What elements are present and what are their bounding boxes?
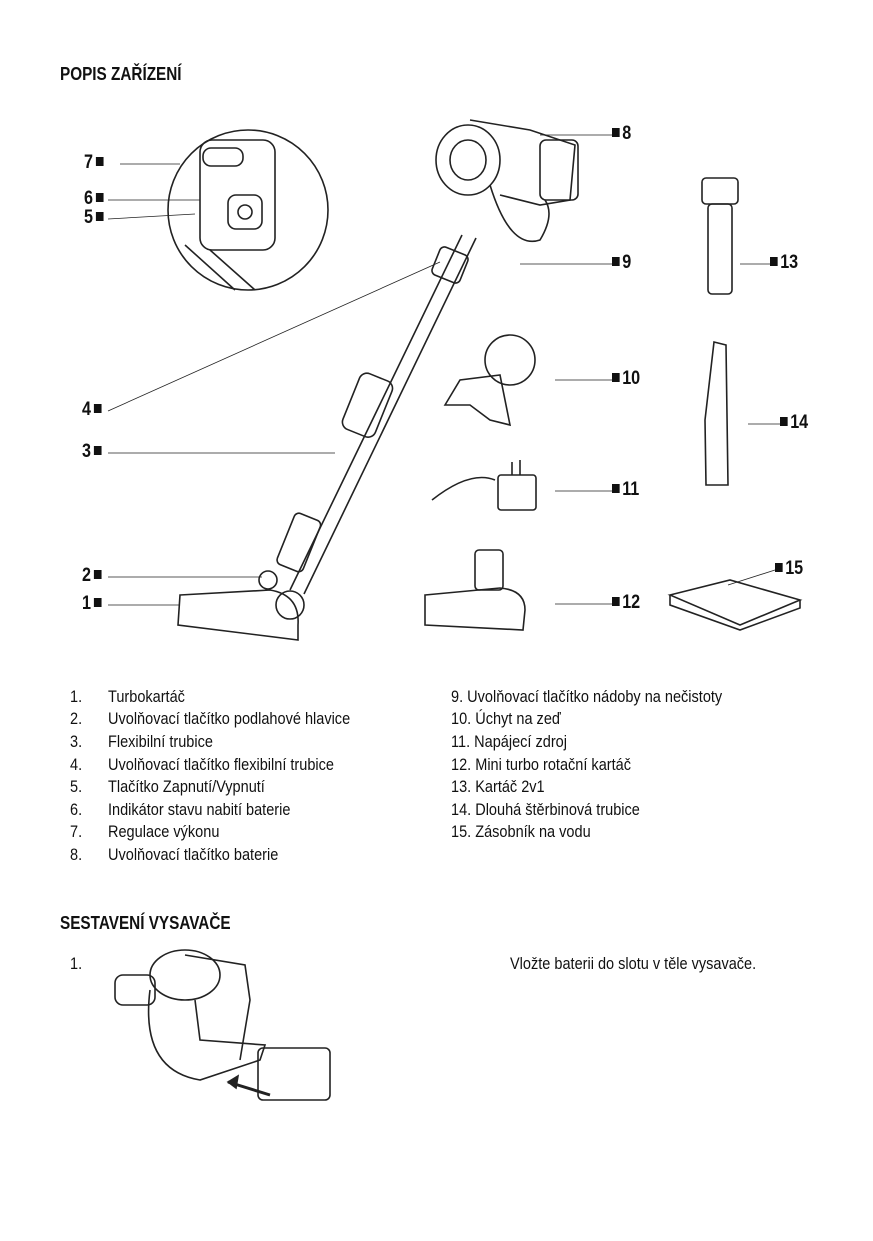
callout-10: 10 xyxy=(612,368,640,390)
step-instruction: Vložte baterii do slotu v těle vysavače. xyxy=(510,955,757,973)
list-item: Flexibilní trubice xyxy=(108,733,213,751)
callout-4: 4 xyxy=(82,399,101,421)
list-number: 1. xyxy=(70,688,83,706)
list-number: 7. xyxy=(70,823,83,841)
list-item: 15. Zásobník na vodu xyxy=(451,823,591,841)
list-number: 5. xyxy=(70,778,83,796)
step-number: 1. xyxy=(70,955,83,973)
list-item: Tlačítko Zapnutí/Vypnutí xyxy=(108,778,265,796)
list-item: 14. Dlouhá štěrbinová trubice xyxy=(451,801,640,819)
list-item: 10. Úchyt na zeď xyxy=(451,710,561,728)
list-item: 13. Kartáč 2v1 xyxy=(451,778,545,796)
callout-7: 7 xyxy=(84,152,103,174)
callout-9: 9 xyxy=(612,252,631,274)
list-number: 3. xyxy=(70,733,83,751)
list-item: Regulace výkonu xyxy=(108,823,220,841)
battery-insertion-illustration xyxy=(114,949,331,1101)
callout-8: 8 xyxy=(612,123,631,145)
list-item: 12. Mini turbo rotační kartáč xyxy=(451,756,631,774)
list-item: Uvolňovací tlačítko podlahové hlavice xyxy=(108,710,351,728)
callout-1: 1 xyxy=(82,593,101,615)
callout-12: 12 xyxy=(612,592,640,614)
callout-14: 14 xyxy=(780,412,808,434)
callout-3: 3 xyxy=(82,441,101,463)
callout-6: 6 xyxy=(84,188,103,210)
list-item: Turbokartáč xyxy=(108,688,185,706)
section-title-assembly: SESTAVENÍ VYSAVAČE xyxy=(60,913,231,933)
list-item: Indikátor stavu nabití baterie xyxy=(108,801,291,819)
list-item: Uvolňovací tlačítko baterie xyxy=(108,846,279,864)
callout-13: 13 xyxy=(770,252,798,274)
list-number: 8. xyxy=(70,846,83,864)
list-number: 4. xyxy=(70,756,83,774)
list-item: Uvolňovací tlačítko flexibilní trubice xyxy=(108,756,334,774)
callout-5: 5 xyxy=(84,207,103,229)
callout-15: 15 xyxy=(775,558,803,580)
list-number: 2. xyxy=(70,710,83,728)
callout-11: 11 xyxy=(612,479,639,501)
list-number: 6. xyxy=(70,801,83,819)
zoom-detail-circle xyxy=(167,129,329,291)
list-item: 11. Napájecí zdroj xyxy=(451,733,567,751)
list-item: 9. Uvolňovací tlačítko nádoby na nečisto… xyxy=(451,688,723,706)
callout-2: 2 xyxy=(82,565,101,587)
section-title-description: POPIS ZAŘÍZENÍ xyxy=(60,64,182,84)
leader-lines xyxy=(107,134,780,606)
